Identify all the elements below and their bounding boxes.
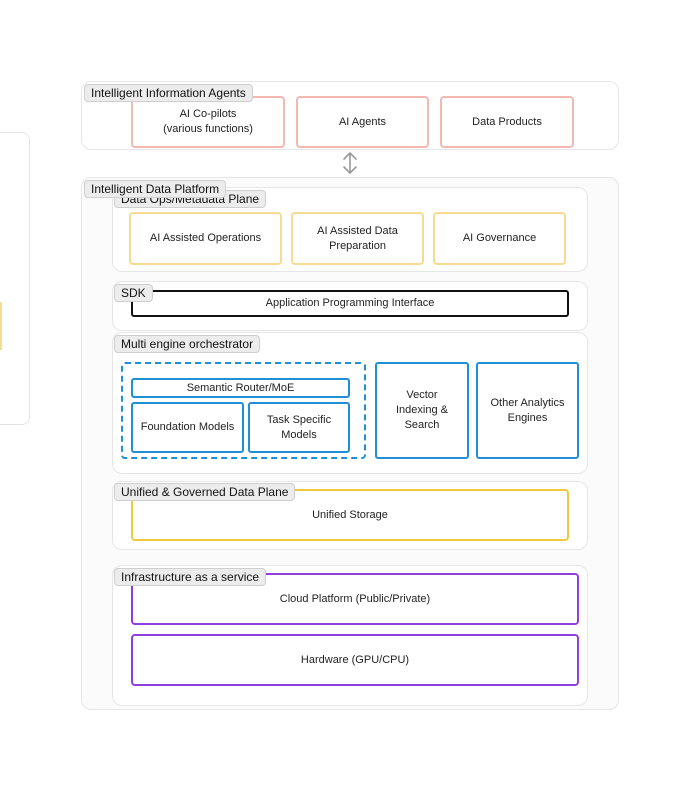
sdk-label: SDK — [114, 284, 153, 302]
task-specific-models-box: Task Specific Models — [248, 402, 350, 453]
other-analytics-engines-box: Other Analytics Engines — [476, 362, 579, 459]
data-plane-label: Unified & Governed Data Plane — [114, 483, 296, 501]
left-side-panel — [0, 132, 30, 425]
left-side-accent — [0, 302, 2, 350]
double-arrow-vertical-icon — [340, 151, 360, 175]
orchestrator-label: Multi engine orchestrator — [114, 335, 261, 353]
agents-label: Intelligent Information Agents — [84, 84, 253, 102]
cloud-platform-box: Cloud Platform (Public/Private) — [131, 573, 579, 625]
platform-label: Intelligent Data Platform — [84, 180, 227, 198]
data-products-box: Data Products — [440, 96, 574, 148]
hardware-box: Hardware (GPU/CPU) — [131, 634, 579, 686]
ai-agents-box: AI Agents — [296, 96, 429, 148]
ai-governance-box: AI Governance — [433, 212, 566, 265]
foundation-models-box: Foundation Models — [131, 402, 244, 453]
ai-copilots-box: AI Co-pilots (various functions) — [131, 96, 285, 148]
model-group-dashed — [121, 362, 366, 459]
vector-indexing-search-box: Vector Indexing & Search — [375, 362, 469, 459]
semantic-router-box: Semantic Router/MoE — [131, 378, 350, 398]
api-box: Application Programming Interface — [131, 290, 569, 317]
infra-label: Infrastructure as a service — [114, 568, 267, 586]
ai-assisted-operations-box: AI Assisted Operations — [129, 212, 282, 265]
ai-assisted-data-preparation-box: AI Assisted Data Preparation — [291, 212, 424, 265]
